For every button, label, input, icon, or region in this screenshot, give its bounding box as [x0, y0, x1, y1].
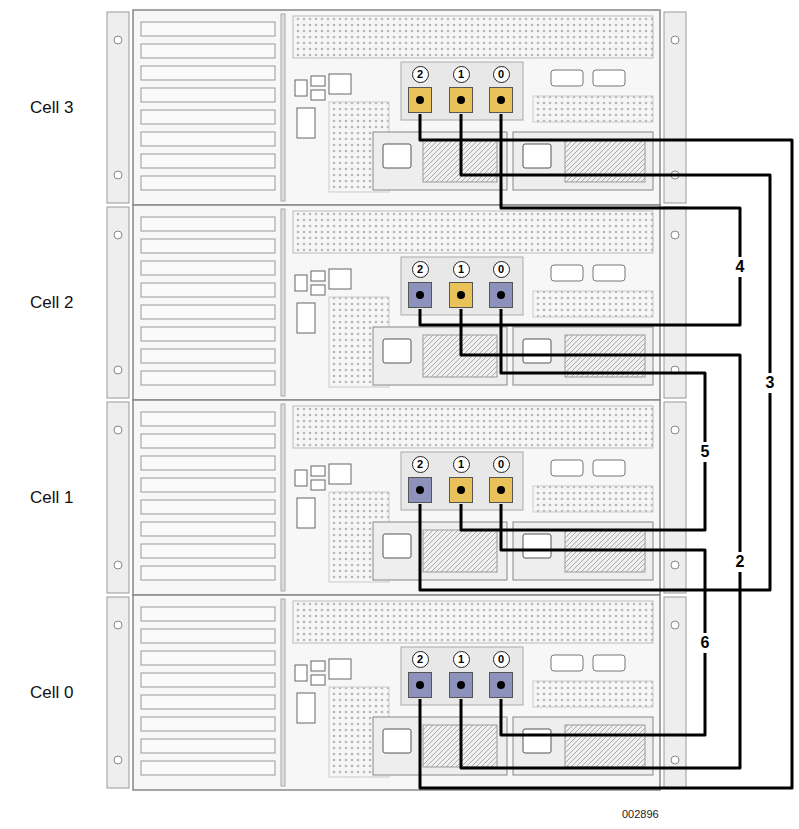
cable-plug: [457, 96, 465, 104]
cell-label: Cell 2: [30, 293, 73, 313]
port-socket: [489, 672, 513, 698]
port-socket: [449, 672, 473, 698]
port-number: 1: [453, 261, 470, 278]
cable-plug: [457, 291, 465, 299]
cell-label: Cell 0: [30, 683, 73, 703]
cable-plug: [457, 681, 465, 689]
cable-number: 4: [733, 257, 748, 277]
port-number: 2: [412, 66, 429, 83]
cable-number: 5: [698, 442, 713, 462]
cell-chassis-node: 2 1 0Cell 2: [0, 205, 665, 400]
cable-plug: [497, 291, 505, 299]
cable-number: 2: [733, 552, 748, 572]
port-socket: [408, 477, 432, 503]
port-number: 2: [412, 456, 429, 473]
port-connector: 1: [448, 651, 474, 699]
port-connector: 2: [407, 651, 433, 699]
cable-number: 6: [698, 633, 713, 653]
port-number: 0: [493, 261, 510, 278]
cable: [420, 114, 792, 788]
cable-plug: [416, 681, 424, 689]
cell-chassis: [107, 595, 686, 790]
port-connector: 0: [488, 651, 514, 699]
port-number: 1: [453, 456, 470, 473]
figure-number: 002896: [622, 808, 659, 820]
cable: [461, 309, 740, 768]
port-number: 2: [412, 261, 429, 278]
cell-chassis-node: 2 1 0Cell 3: [0, 10, 665, 205]
cable-plug: [457, 486, 465, 494]
port-number: 0: [493, 66, 510, 83]
port-number: 0: [493, 651, 510, 668]
port-connector: 1: [448, 66, 474, 114]
cell-chassis-node: 2 1 0Cell 1: [0, 400, 665, 595]
cable: [501, 504, 705, 735]
cable-plug: [416, 96, 424, 104]
cell-chassis: [107, 400, 686, 595]
port-number: 2: [412, 651, 429, 668]
cable-plug: [497, 681, 505, 689]
port-socket: [449, 87, 473, 113]
port-connector: 0: [488, 456, 514, 504]
cable-plug: [497, 96, 505, 104]
port-socket: [449, 282, 473, 308]
port-connector: 1: [448, 261, 474, 309]
port-number: 1: [453, 66, 470, 83]
port-connector: 2: [407, 456, 433, 504]
cell-label: Cell 1: [30, 488, 73, 508]
port-connector: 2: [407, 66, 433, 114]
cable-plug: [497, 486, 505, 494]
cable-number: 3: [763, 373, 778, 393]
cell-chassis: [107, 205, 686, 400]
cell-chassis-node: 2 1 0Cell 0: [0, 595, 665, 790]
port-socket: [408, 672, 432, 698]
port-connector: 2: [407, 261, 433, 309]
port-number: 0: [493, 456, 510, 473]
cable: [420, 114, 770, 590]
cable: [420, 114, 740, 325]
port-socket: [489, 477, 513, 503]
port-number: 1: [453, 651, 470, 668]
port-socket: [489, 87, 513, 113]
cell-label: Cell 3: [30, 98, 73, 118]
port-socket: [489, 282, 513, 308]
port-connector: 0: [488, 261, 514, 309]
port-connector: 1: [448, 456, 474, 504]
port-socket: [408, 282, 432, 308]
port-socket: [449, 477, 473, 503]
cable-plug: [416, 291, 424, 299]
port-socket: [408, 87, 432, 113]
cable-plug: [416, 486, 424, 494]
port-connector: 0: [488, 66, 514, 114]
cable: [461, 309, 705, 530]
